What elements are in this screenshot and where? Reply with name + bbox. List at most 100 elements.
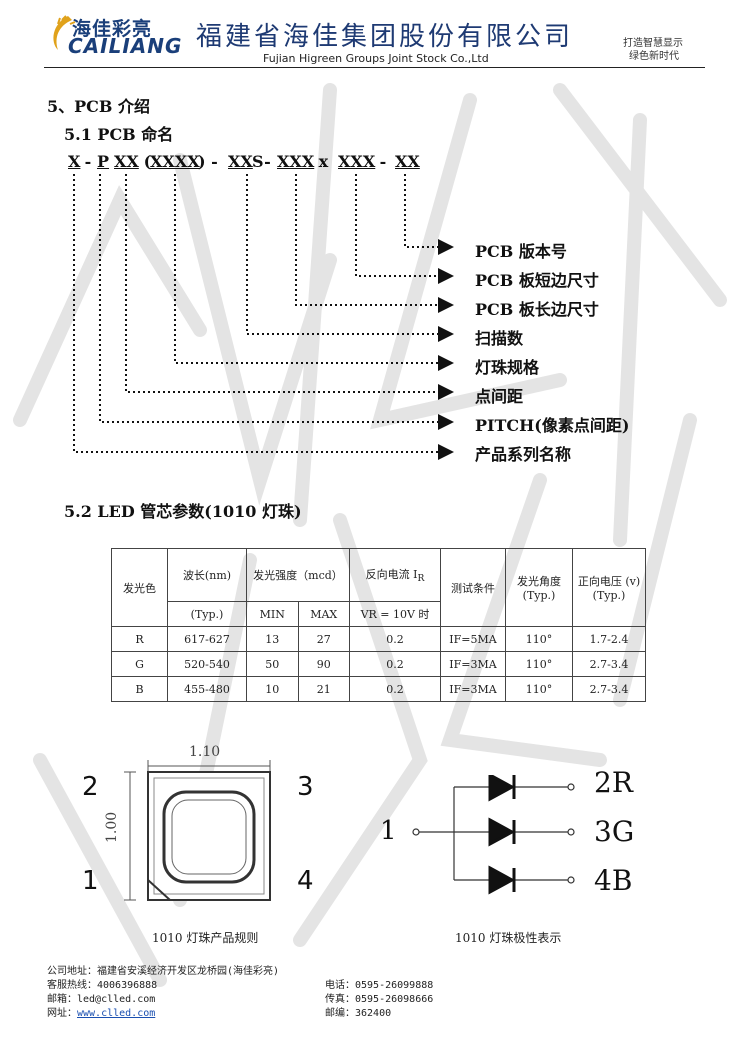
- code-pitch: P: [97, 152, 110, 171]
- leader-series: [73, 174, 454, 460]
- cell-color: B: [111, 676, 168, 702]
- th-typ: (Typ.): [167, 601, 247, 627]
- th-voltage: 正向电压 (v)(Typ.): [572, 548, 646, 627]
- code-sep: S-: [252, 152, 277, 171]
- cell-wave: 520-540: [167, 651, 247, 677]
- label-scan: 扫描数: [475, 329, 524, 348]
- company-name-en: Fujian Higreen Groups Joint Stock Co.,Lt…: [263, 52, 489, 65]
- pin-4b-terminal: [567, 876, 575, 884]
- label-spacing: 点间距: [475, 387, 524, 406]
- label-short-side: PCB 板短边尺寸: [475, 271, 599, 290]
- cell-wave: 617-627: [167, 626, 247, 652]
- code-series: X: [68, 152, 81, 171]
- leader-spacing: [125, 174, 454, 400]
- leader-version: [404, 174, 454, 255]
- led-spec-table: 发光色 波长(nm) 发光强度（mcd） 反向电流 IR 测试条件 发光角度 (…: [111, 548, 646, 702]
- cell-ir: 0.2: [349, 626, 441, 652]
- cell-angle: 110°: [505, 626, 573, 652]
- table-row: G 520-540 50 90 0.2 IF=3MA 110° 2.7-3.4: [111, 651, 646, 677]
- th-vr: VR = 10V 时: [349, 601, 441, 627]
- footer-website-link[interactable]: www.clled.com: [77, 1008, 156, 1019]
- cell-min: 13: [246, 626, 299, 652]
- footer-website-label: 网址：: [47, 1008, 77, 1019]
- cell-max: 90: [297, 651, 350, 677]
- code-scan: XX: [228, 152, 253, 171]
- th-angle: 发光角度 (Typ.): [505, 548, 573, 627]
- footer-website-row: 网址：www.clled.com: [47, 1004, 155, 1019]
- code-spec: XXXX: [150, 152, 200, 171]
- pin-4b-label: 4B: [594, 864, 633, 897]
- code-sep: -: [374, 152, 392, 171]
- diode-r-icon: [488, 775, 516, 802]
- leader-pitch: [99, 174, 454, 430]
- code-spacing: XX: [114, 152, 139, 171]
- label-led-spec: 灯珠规格: [475, 358, 540, 377]
- th-test: 测试条件: [440, 548, 506, 627]
- cell-cond: IF=3MA: [440, 676, 506, 702]
- pin-1-label: 1: [82, 866, 99, 896]
- code-long: XXX: [277, 152, 315, 171]
- th-wavelength: 波长(nm): [167, 548, 247, 602]
- package-caption: 1010 灯珠产品规则: [152, 931, 259, 945]
- th-max: MAX: [297, 601, 350, 627]
- footer-phone: 电话：0595-26099888: [325, 980, 434, 991]
- logo-chinese: 海佳彩亮: [72, 18, 153, 40]
- diode-g-icon: [488, 817, 516, 847]
- common-pin-terminal: [412, 828, 420, 836]
- cell-color: R: [111, 626, 168, 652]
- cell-ir: 0.2: [349, 676, 441, 702]
- th-intensity: 发光强度（mcd）: [246, 548, 350, 602]
- pin-3g-terminal: [567, 828, 575, 836]
- cell-cond: IF=5MA: [440, 626, 506, 652]
- label-series: 产品系列名称: [475, 445, 572, 464]
- leader-scan: [246, 174, 454, 342]
- table-row: B 455-480 10 21 0.2 IF=3MA 110° 2.7-3.4: [111, 676, 646, 702]
- diode-b-icon: [488, 865, 516, 895]
- company-name-cn: 福建省海佳集团股份有限公司: [196, 22, 574, 52]
- cell-cond: IF=3MA: [440, 651, 506, 677]
- led-package-drawing: [124, 760, 271, 901]
- footer-postcode: 邮编：362400: [325, 1008, 392, 1019]
- pin-2-label: 2: [82, 772, 99, 802]
- pin-4-label: 4: [297, 866, 314, 896]
- code-sep: (: [138, 152, 152, 171]
- naming-title: 5.1 PCB 命名: [64, 125, 174, 144]
- naming-leader-lines: [73, 174, 454, 460]
- logo-english: CAILIANG: [68, 34, 183, 58]
- code-short: XXX: [338, 152, 376, 171]
- label-pitch: PITCH(像素点间距): [475, 416, 630, 435]
- footer-address: 公司地址：福建省安溪经济开发区龙桥园(海佳彩亮): [47, 966, 280, 977]
- header-divider: [44, 67, 705, 68]
- label-long-side: PCB 板长边尺寸: [475, 300, 599, 319]
- cell-min: 10: [246, 676, 299, 702]
- slogan-line-1: 打造智慧显示: [623, 38, 683, 49]
- footer-email: 邮箱：led@clled.com: [47, 994, 156, 1005]
- cell-angle: 110°: [505, 676, 573, 702]
- cell-max: 21: [297, 676, 350, 702]
- pin1-marker: [147, 879, 171, 901]
- code-sep: x: [313, 152, 334, 171]
- dim-width-label: 1.10: [189, 744, 221, 760]
- footer-hotline: 客服热线：4006396888: [47, 980, 158, 991]
- common-pin-label: 1: [380, 816, 397, 846]
- cell-min: 50: [246, 651, 299, 677]
- cell-wave: 455-480: [167, 676, 247, 702]
- footer-fax: 传真：0595-26098666: [325, 994, 434, 1005]
- th-reverse: 反向电流 IR: [349, 548, 441, 602]
- slogan-line-2: 绿色新时代: [629, 51, 679, 62]
- pin-3-label: 3: [297, 772, 314, 802]
- code-sep: -: [79, 152, 97, 171]
- lens-outline: [162, 790, 256, 884]
- th-min: MIN: [246, 601, 299, 627]
- th-color: 发光色: [111, 548, 168, 627]
- leader-short: [355, 174, 454, 284]
- cell-max: 27: [297, 626, 350, 652]
- leader-long: [295, 174, 454, 313]
- table-row: R 617-627 13 27 0.2 IF=5MA 110° 1.7-2.4: [111, 626, 646, 652]
- cell-ir: 0.2: [349, 651, 441, 677]
- dim-height-label: 1.00: [104, 811, 120, 843]
- table-header-row: 发光色 波长(nm) 发光强度（mcd） 反向电流 IR 测试条件 发光角度 (…: [111, 548, 646, 627]
- logo-swoosh-icon: [53, 15, 76, 50]
- section-title: 5、PCB 介绍: [47, 97, 150, 116]
- polarity-schematic: [412, 775, 575, 895]
